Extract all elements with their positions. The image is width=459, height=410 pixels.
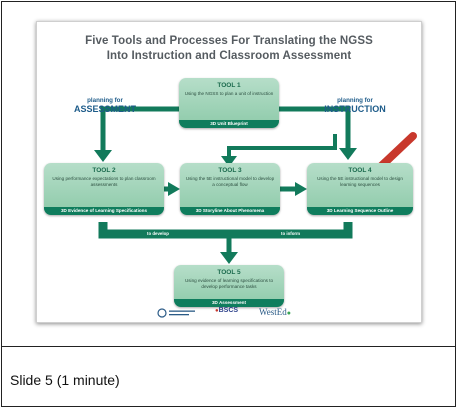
arrowhead-tool4-top: [339, 148, 357, 160]
tool-3-desc: Using the 5E instructional model to deve…: [185, 176, 275, 187]
planning-instruction-big: INSTRUCTION: [324, 104, 386, 114]
arrowhead-tool3-left: [168, 182, 180, 196]
arrowhead-tool4-left: [295, 182, 307, 196]
planning-assessment-label: planning for ASSESSMENT: [65, 97, 145, 114]
wested-logo: WestEd●: [259, 307, 291, 317]
flow-arrows: [94, 106, 417, 264]
tool-3-box: TOOL 3 Using the 5E instructional model …: [180, 163, 280, 215]
wested-logo-text: WestEd: [259, 307, 287, 317]
arrow-tool1-to-tool2: [100, 106, 179, 152]
nsta-logo: [157, 308, 195, 318]
planning-instruction-label: planning for INSTRUCTION: [313, 97, 397, 114]
flow-label-develop: to develop: [147, 231, 169, 236]
slide-title-line2: Into Instruction and Classroom Assessmen…: [106, 50, 352, 62]
wested-logo-mark: ●: [286, 309, 292, 317]
planning-assessment-big: ASSESSMENT: [73, 104, 136, 114]
tool-2-desc: Using performance expectations to plan c…: [52, 176, 156, 187]
tool-4-desc: Using the 5E instructional model to desi…: [317, 176, 403, 187]
caption-divider: [1, 346, 456, 347]
tool-1-box: TOOL 1 Using the NGSS to plan a unit of …: [179, 78, 279, 128]
tool-3-output: 3D Storyline About Phenomena: [180, 207, 280, 215]
tool-1-name: TOOL 1: [217, 82, 241, 89]
arrowhead-tool3: [221, 156, 237, 167]
tool-1-output: 3D Unit Blueprint: [179, 120, 279, 128]
tool-5-name: TOOL 5: [217, 269, 241, 276]
tool-4-box: TOOL 4 Using the 5E instructional model …: [307, 163, 413, 215]
bscs-logo-mark: ●: [215, 308, 219, 314]
tool-5-box: TOOL 5 Using evidence of learning specif…: [174, 265, 284, 307]
arrow-bottom-bar: [98, 222, 353, 239]
arrow-right-to-tool3: [227, 134, 337, 158]
arrow-tool1-to-tool4: [279, 106, 351, 150]
tool-1-desc: Using the NGSS to plan a unit of instruc…: [184, 91, 274, 96]
flow-label-inform: to inform: [281, 231, 301, 236]
tool-2-box: TOOL 2 Using performance expectations to…: [44, 163, 164, 215]
tool-3-name: TOOL 3: [218, 167, 242, 174]
arrowhead-tool5: [220, 252, 238, 264]
slide-caption: Slide 5 (1 minute): [10, 372, 120, 388]
tool-2-name: TOOL 2: [92, 167, 116, 174]
bscs-logo-text: BSCS: [218, 307, 239, 314]
bscs-logo: ●BSCS: [215, 307, 238, 314]
tool-4-name: TOOL 4: [348, 167, 372, 174]
logo-strip: ●BSCS WestEd●: [37, 307, 421, 319]
tool-4-output: 3D Learning Sequence Outline: [307, 207, 413, 215]
arrowhead-tool2: [94, 150, 112, 162]
tool-5-output: 3D Assessment: [174, 299, 284, 307]
slide-title-line1: Five Tools and Processes For Translating…: [85, 35, 373, 47]
slide-image: Five Tools and Processes For Translating…: [36, 21, 422, 323]
planning-instruction-small: planning for: [337, 97, 373, 104]
tool-5-desc: Using evidence of learning specification…: [184, 278, 274, 289]
planning-assessment-small: planning for: [87, 97, 123, 104]
tool-2-output: 3D Evidence of Learning Specifications: [44, 207, 164, 215]
